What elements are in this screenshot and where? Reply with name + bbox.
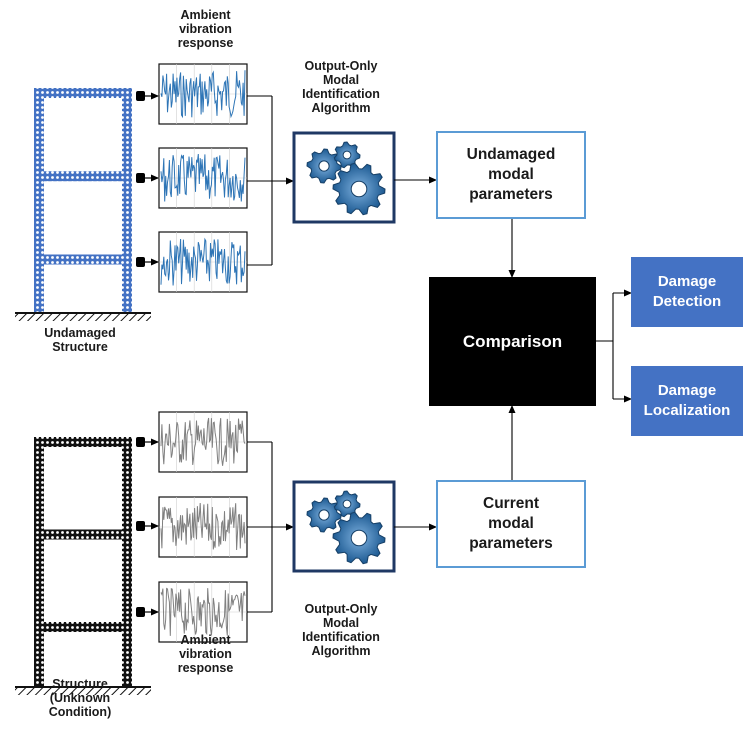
- left-column: [34, 88, 44, 313]
- damage-localization-box: Damage Localization: [631, 366, 743, 436]
- sensor-body: [136, 437, 145, 447]
- signal-trace: [160, 70, 246, 119]
- comparison-box: Comparison: [429, 277, 596, 406]
- ambient-label-bottom: Ambient vibration response: [177, 633, 234, 675]
- gear-tiny-hub: [342, 499, 352, 509]
- signal-plot-top: [158, 63, 248, 125]
- floor-beam: [34, 171, 132, 182]
- gears-icon: [292, 131, 396, 224]
- ground-hatch-icon: [15, 687, 151, 695]
- floor-beam: [34, 622, 132, 632]
- signal-plot-bottom: [158, 581, 248, 643]
- signal-trace: [160, 237, 246, 286]
- sensor-body: [136, 521, 145, 531]
- sensor-icon: [136, 437, 159, 447]
- signal-trace: [160, 502, 246, 551]
- unknown-structure-label: Structure (Unknown Condition): [48, 677, 112, 719]
- signal-plot-top: [158, 231, 248, 293]
- signal-plot-top: [158, 147, 248, 209]
- ground-hatch-icon: [15, 313, 151, 321]
- undamaged-structure: [15, 88, 151, 321]
- undamaged-modal-parameters-box: Undamaged modal parameters: [436, 131, 586, 219]
- sensor-icon: [136, 91, 159, 101]
- damage-detection-box: Damage Detection: [631, 257, 743, 327]
- left-column: [34, 437, 44, 687]
- algorithm-label-bottom: Output-Only Modal Identification Algorit…: [302, 602, 380, 658]
- floor-beam: [34, 437, 132, 447]
- right-column: [122, 437, 132, 687]
- right-column: [122, 88, 132, 313]
- floor-beam: [34, 529, 132, 540]
- signal-trace: [160, 153, 246, 202]
- sensor-icon: [136, 607, 159, 617]
- ambient-label-top: Ambient vibration response: [177, 8, 234, 50]
- sensor-body: [136, 257, 145, 267]
- gear-tiny-hub: [342, 150, 352, 160]
- current-modal-parameters-box: Current modal parameters: [436, 480, 586, 568]
- algorithm-label-top: Output-Only Modal Identification Algorit…: [302, 59, 380, 115]
- signal-trace: [160, 417, 246, 466]
- signal-plot-bottom: [158, 496, 248, 558]
- sensor-body: [136, 607, 145, 617]
- floor-beam: [34, 88, 132, 98]
- sensor-icon: [136, 521, 159, 531]
- undamaged-structure-label: Undamaged Structure: [44, 326, 116, 354]
- sensor-body: [136, 173, 145, 183]
- signal-trace: [160, 587, 246, 636]
- floor-beam: [34, 254, 132, 265]
- signal-plot-bottom: [158, 411, 248, 473]
- gear-small-hub: [318, 160, 330, 172]
- unknown-condition-structure: [15, 437, 151, 695]
- sensor-icon: [136, 173, 159, 183]
- gear-small-hub: [318, 509, 330, 521]
- sensor-body: [136, 91, 145, 101]
- gear-large-hub: [350, 529, 368, 547]
- gear-large-hub: [350, 180, 368, 198]
- gears-icon: [292, 480, 396, 573]
- sensor-icon: [136, 257, 159, 267]
